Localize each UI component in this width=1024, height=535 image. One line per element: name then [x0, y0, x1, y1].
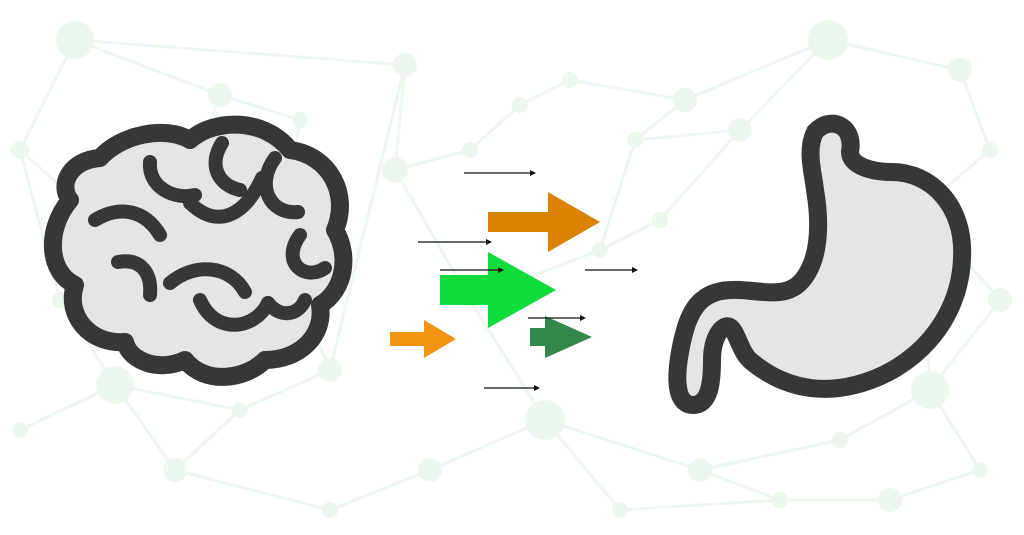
- network-node: [56, 21, 94, 59]
- network-edge: [658, 129, 742, 221]
- arrow-green-dark: [530, 316, 592, 358]
- network-node: [627, 132, 643, 148]
- network-node: [525, 400, 565, 440]
- network-edge: [219, 93, 301, 122]
- network-node: [972, 462, 988, 478]
- network-node: [318, 358, 342, 382]
- network-edge: [468, 299, 547, 421]
- network-edge: [114, 383, 241, 412]
- network-edge: [519, 78, 571, 107]
- network-edge: [468, 103, 522, 152]
- network-node: [832, 432, 848, 448]
- network-edge: [598, 139, 637, 251]
- network-node: [728, 118, 752, 142]
- network-node: [12, 422, 28, 438]
- motion-line-head: [632, 267, 638, 273]
- arrow-orange-small: [390, 320, 456, 358]
- stomach-icon: [668, 114, 972, 414]
- network-node: [96, 366, 134, 404]
- network-edge: [328, 64, 407, 371]
- network-edge: [569, 78, 686, 102]
- network-edge: [174, 468, 331, 512]
- network-edge: [738, 38, 830, 132]
- motion-line-head: [530, 170, 536, 176]
- network-node: [462, 142, 478, 158]
- network-edge: [74, 38, 221, 97]
- network-edge: [599, 218, 661, 252]
- motion-line-head: [498, 267, 504, 273]
- network-edge: [684, 38, 829, 102]
- network-edge: [928, 299, 1002, 391]
- network-edge: [74, 38, 406, 67]
- motion-line-head: [486, 239, 492, 245]
- network-node: [208, 83, 232, 107]
- network-node: [292, 112, 308, 128]
- network-edge: [173, 408, 242, 472]
- network-node: [772, 492, 788, 508]
- network-edge: [889, 468, 981, 502]
- network-edge: [619, 498, 781, 512]
- network-edge: [544, 418, 701, 472]
- motion-line-head: [580, 315, 586, 321]
- network-node: [11, 141, 29, 159]
- network-node: [512, 97, 528, 113]
- network-edge: [699, 438, 841, 472]
- network-node: [988, 288, 1012, 312]
- network-node: [163, 458, 187, 482]
- network-node: [562, 72, 578, 88]
- network-node: [232, 402, 248, 418]
- network-edge: [958, 69, 992, 151]
- arrow-group: [390, 192, 600, 358]
- network-node: [612, 502, 628, 518]
- network-edge: [699, 468, 781, 502]
- motion-line-head: [534, 385, 540, 391]
- motion-lines: [418, 170, 638, 391]
- network-node: [393, 53, 417, 77]
- network-edge: [429, 418, 546, 472]
- network-edge: [239, 368, 331, 412]
- network-edge: [827, 38, 961, 72]
- network-edge: [634, 128, 741, 142]
- network-node: [948, 58, 972, 82]
- network-node: [382, 157, 408, 183]
- arrow-green-bright: [440, 252, 556, 328]
- network-edge: [329, 468, 431, 512]
- network-edge: [18, 39, 77, 151]
- network-node: [592, 242, 608, 258]
- network-node: [808, 20, 848, 60]
- network-edge: [393, 64, 407, 171]
- network-node: [688, 458, 712, 482]
- network-node: [982, 142, 998, 158]
- brain-icon: [43, 115, 353, 386]
- network-node: [322, 502, 338, 518]
- network-node: [878, 488, 902, 512]
- arrow-orange-large: [488, 192, 600, 252]
- network-node: [418, 458, 442, 482]
- network-node: [652, 212, 668, 228]
- network-node: [911, 371, 949, 409]
- network-node: [673, 88, 697, 112]
